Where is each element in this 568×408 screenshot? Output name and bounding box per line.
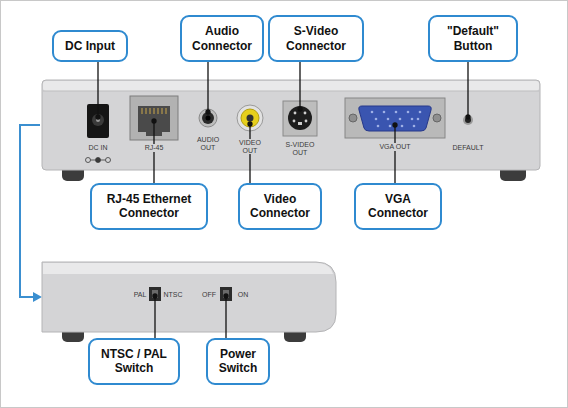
callout-text: DC Input <box>59 39 121 53</box>
power-switch <box>223 290 229 298</box>
panel-label: PAL <box>133 291 148 299</box>
callout-text: Power Switch <box>213 347 263 376</box>
panel-label: OFF <box>201 291 217 299</box>
callout-text: NTSC / PAL Switch <box>95 347 173 376</box>
vga-shell <box>359 106 431 131</box>
panel-label: DEFAULT <box>452 144 485 152</box>
svideo-pins <box>293 112 308 125</box>
panel-label: NTSC <box>162 291 183 299</box>
panel-label: VIDEO OUT <box>237 139 263 154</box>
vga-pins <box>371 111 422 128</box>
panel-label: RJ-45 <box>144 144 165 152</box>
panel-label: AUDIO OUT <box>195 136 221 151</box>
callout-text: RJ-45 Ethernet Connector <box>97 192 201 221</box>
rj45-contacts <box>142 108 166 114</box>
dc-jack <box>92 114 104 126</box>
callout-text: S-Video Connector <box>275 24 357 53</box>
callout-box: NTSC / PAL Switch <box>88 338 180 385</box>
callout-box: RJ-45 Ethernet Connector <box>90 183 208 230</box>
view-arrowhead <box>33 292 42 302</box>
callout-text: VGA Connector <box>361 192 435 221</box>
panel-label: ON <box>237 291 250 299</box>
polarity-symbol <box>86 158 111 163</box>
audio-jack <box>199 109 217 127</box>
view-bracket <box>20 125 40 297</box>
callout-box: Power Switch <box>206 338 270 385</box>
callout-box: Video Connector <box>238 183 322 230</box>
default-button <box>463 115 473 125</box>
callout-box: DC Input <box>52 30 128 62</box>
device-housing <box>42 80 540 170</box>
callout-text: Audio Connector <box>187 24 257 53</box>
side-housing <box>42 262 336 332</box>
video-jack <box>241 109 259 127</box>
panel-label: S-VIDEO OUT <box>284 141 316 156</box>
video-jack <box>247 115 254 122</box>
audio-jack <box>206 116 211 121</box>
leader-lines <box>96 62 470 338</box>
vga-screw <box>433 114 441 122</box>
callout-text: "Default" Button <box>435 24 511 53</box>
panel-label: DC IN <box>87 144 108 152</box>
device-top <box>43 81 539 91</box>
side-top <box>43 263 333 274</box>
ntsc-pal-switch <box>152 290 158 298</box>
vga-screw <box>349 114 357 122</box>
panel-label: VGA OUT <box>378 143 411 151</box>
callout-text: Video Connector <box>245 192 315 221</box>
callout-box: VGA Connector <box>354 183 442 230</box>
callout-box: "Default" Button <box>428 15 518 62</box>
device-edge <box>43 91 539 92</box>
callout-box: Audio Connector <box>180 15 264 62</box>
callout-box: S-Video Connector <box>268 15 364 62</box>
svideo-port <box>288 106 312 130</box>
